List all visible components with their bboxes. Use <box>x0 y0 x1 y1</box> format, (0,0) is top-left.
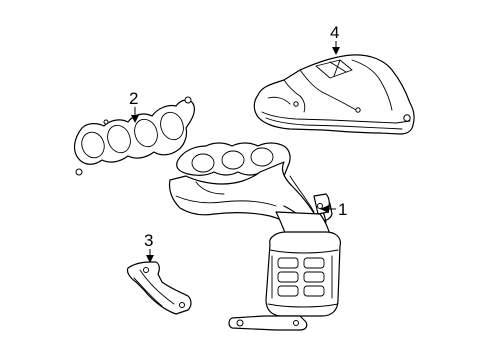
exhaust-manifold-gasket <box>73 96 195 176</box>
callout-3: 3 <box>144 231 154 263</box>
leader-arrow-3 <box>146 255 154 263</box>
exhaust-manifold-catalytic-converter <box>168 142 341 331</box>
callout-label-3: 3 <box>144 231 153 250</box>
callout-label-1: 1 <box>338 200 347 219</box>
callout-label-4: 4 <box>330 23 339 42</box>
callout-2: 2 <box>129 89 139 123</box>
callout-label-2: 2 <box>129 89 138 108</box>
leader-arrow-2 <box>131 115 139 123</box>
leader-arrow-1 <box>320 205 329 213</box>
callout-1: 1 <box>320 200 347 219</box>
heat-shield <box>253 54 415 135</box>
leader-arrow-4 <box>332 47 340 55</box>
converter-bracket <box>126 261 192 315</box>
callout-4: 4 <box>330 23 340 55</box>
